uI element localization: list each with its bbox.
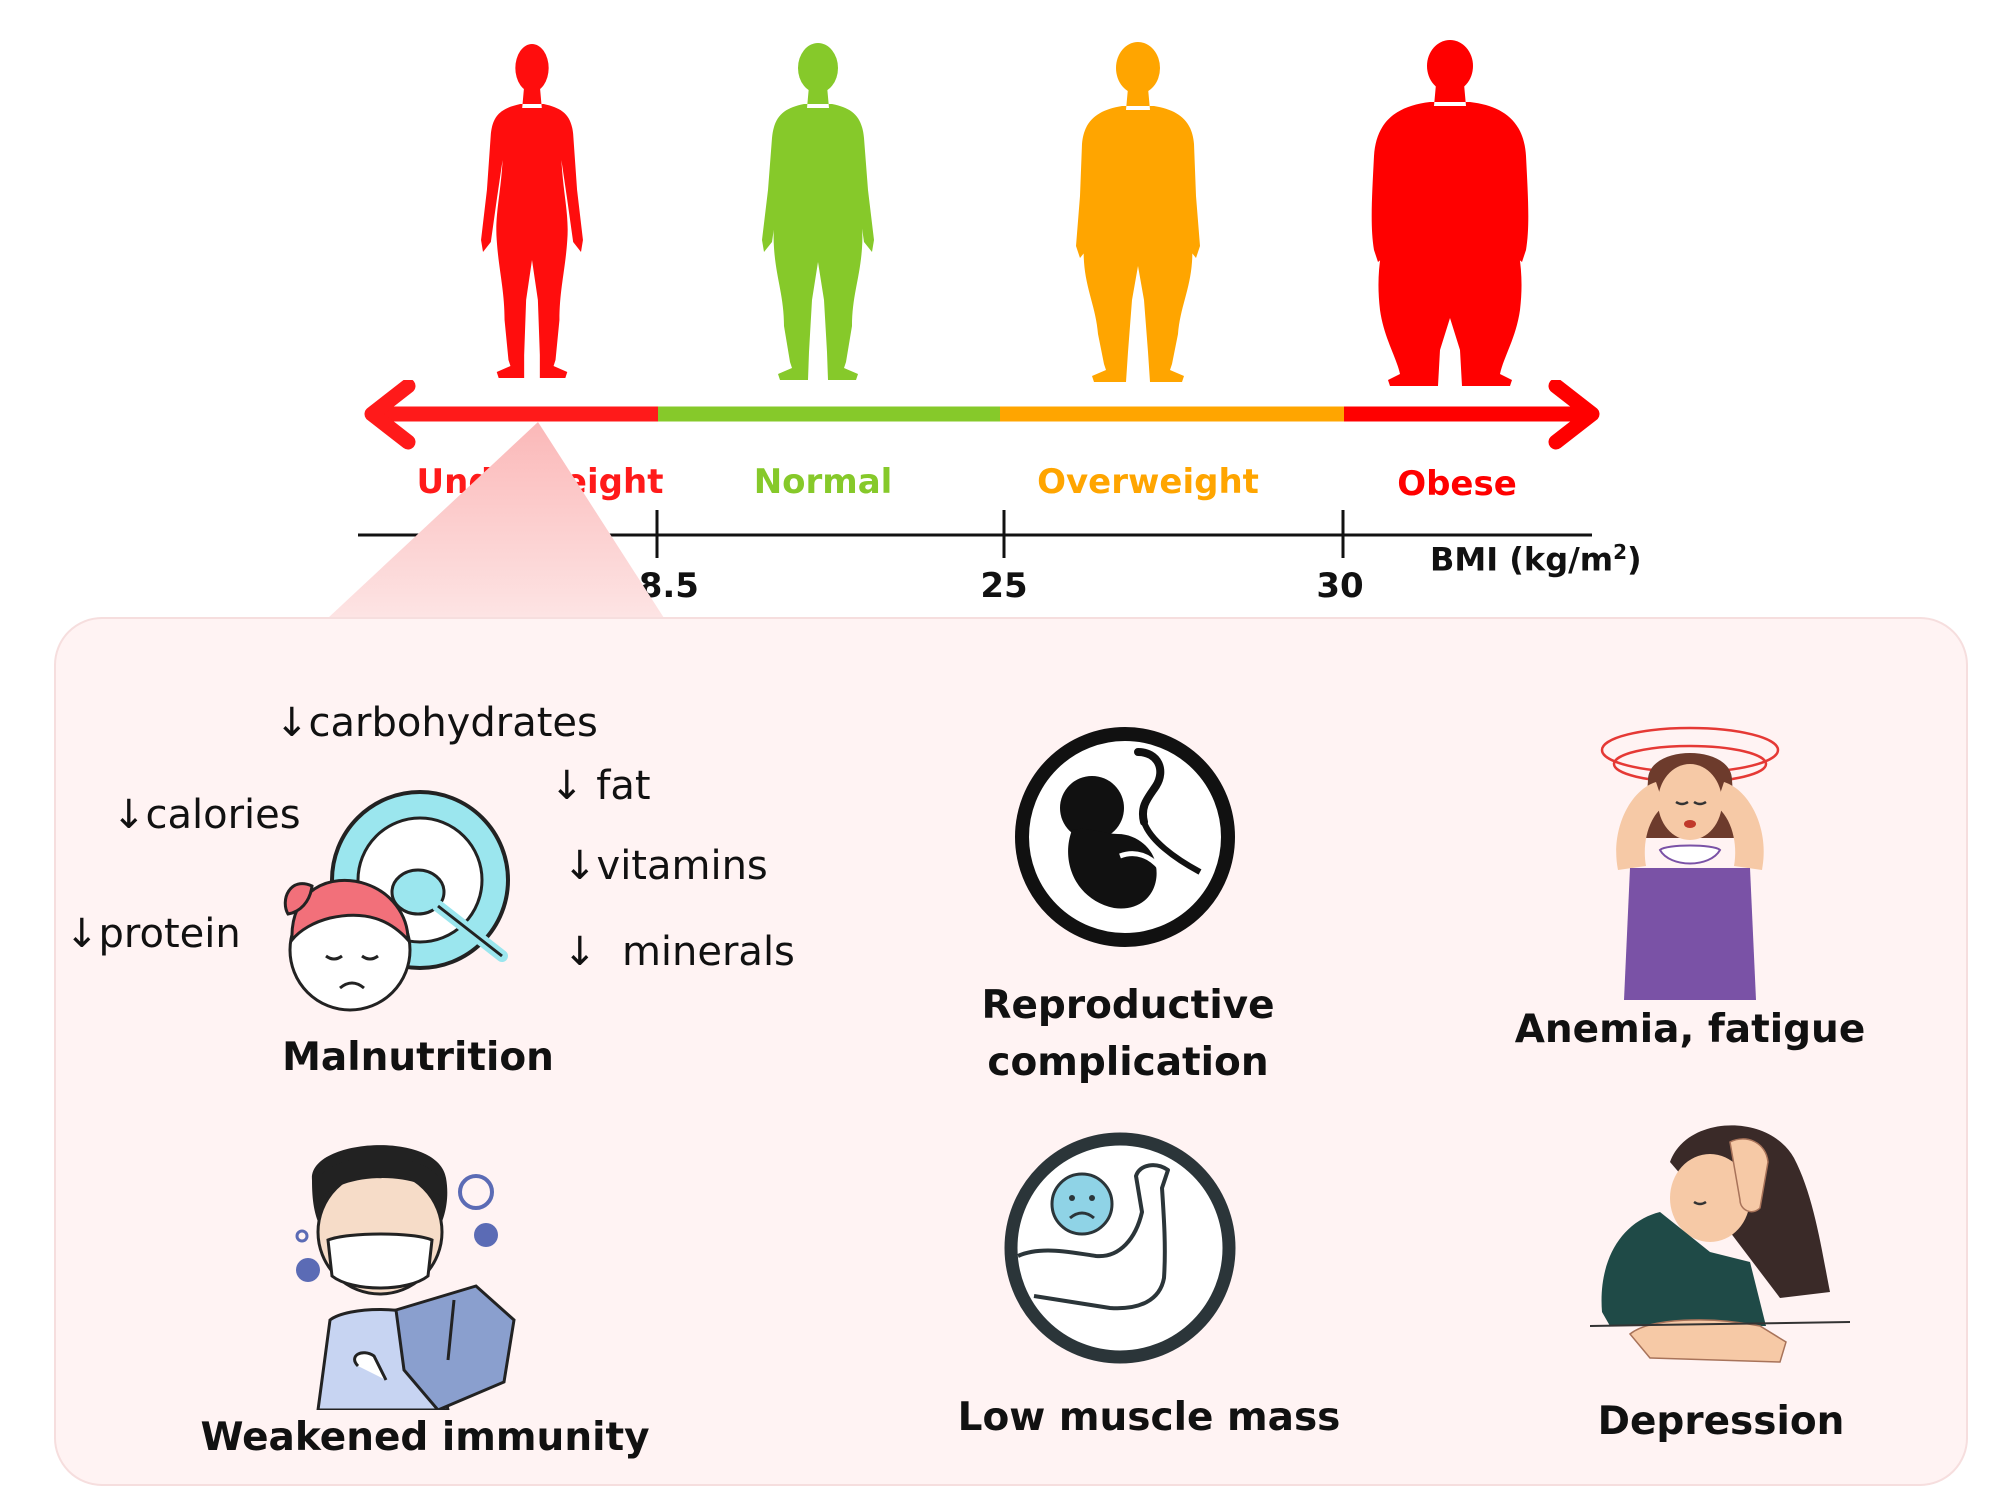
tick-label-30: 30 (1316, 566, 1364, 606)
caption-depression: Depression (1597, 1399, 1845, 1444)
depressed-woman-icon (1590, 1125, 1850, 1363)
caption-immunity: Weakened immunity (200, 1415, 650, 1460)
caption-anemia: Anemia, fatigue (1514, 1007, 1866, 1052)
tick-label-25: 25 (980, 566, 1028, 606)
category-normal: Normal (753, 462, 893, 502)
headache-woman-icon (1600, 726, 1780, 1000)
category-obese: Obese (1397, 464, 1517, 504)
nutrient-carbohydrates: ↓carbohydrates (275, 700, 598, 746)
axis-title: BMI (kg/m2) (1430, 540, 1642, 579)
nutrient-vitamins: ↓vitamins (563, 843, 768, 889)
weak-arm-icon (1004, 1132, 1236, 1364)
caption-malnutrition: Malnutrition (282, 1035, 554, 1080)
female-silhouette-icon (762, 43, 874, 380)
bmi-color-bar (364, 380, 1600, 450)
female-silhouette-icon (1371, 40, 1529, 386)
fetus-icon (1015, 727, 1235, 947)
arrow-left-icon (364, 380, 416, 450)
female-silhouette-icon (1076, 42, 1200, 382)
nutrient-fat: ↓ fat (550, 763, 651, 809)
nutrient-protein: ↓protein (65, 911, 241, 957)
plate-spoon-icon (283, 790, 510, 1012)
nutrient-minerals: ↓ minerals (563, 929, 795, 975)
caption-muscle: Low muscle mass (957, 1395, 1341, 1440)
masked-man-shield-icon (295, 1145, 516, 1410)
nutrient-calories: ↓calories (112, 792, 301, 838)
arrow-right-icon (1548, 380, 1600, 450)
callout-wedge (328, 422, 664, 618)
silhouette-group (481, 40, 1529, 386)
female-silhouette-icon (481, 44, 583, 378)
category-overweight: Overweight (1037, 462, 1259, 502)
